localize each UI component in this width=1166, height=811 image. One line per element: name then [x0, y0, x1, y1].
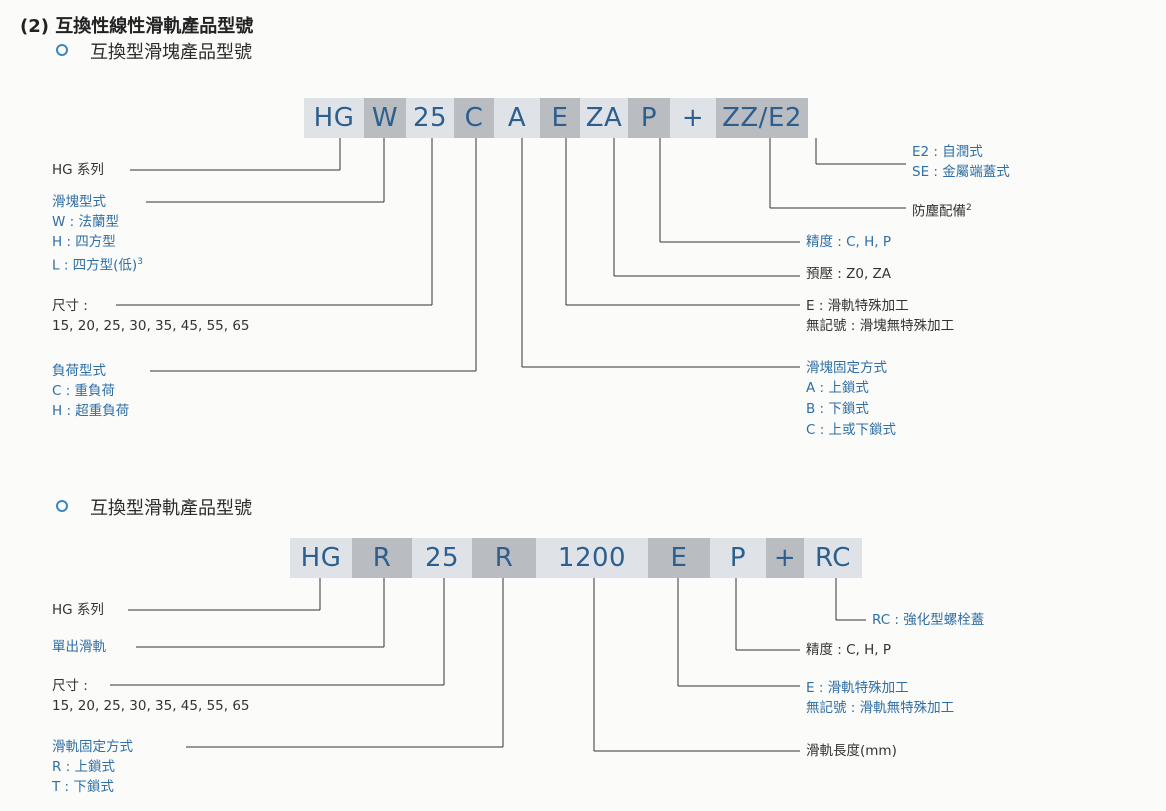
block-mount-b: B : 下鎖式: [806, 401, 869, 417]
block-type-l: L : 四方型(低)3: [52, 252, 143, 276]
rail-code-segment: E: [648, 538, 710, 578]
block-type-title: 滑塊型式: [52, 194, 106, 210]
rail-code-segment: R: [472, 538, 536, 578]
section-title: (2) 互換性線性滑軌產品型號: [20, 16, 254, 37]
block-type-l-note: 3: [137, 257, 143, 267]
block-code-segment: ZA: [580, 98, 628, 138]
block-type-l-text: L : 四方型(低): [52, 257, 138, 274]
block-mount-c: C : 上或下鎖式: [806, 422, 897, 438]
block-load-c: C : 重負荷: [52, 383, 116, 399]
rail-length-label: 滑軌長度(mm): [806, 743, 897, 759]
block-type-w: W : 法蘭型: [52, 214, 119, 230]
block-load-h: H : 超重負荷: [52, 403, 130, 419]
rail-code-segment: RC: [804, 538, 862, 578]
block-mount-a: A : 上鎖式: [806, 380, 869, 396]
block-preload-label: 預壓 : Z0, ZA: [806, 266, 892, 282]
block-se-label: SE : 金屬端蓋式: [912, 164, 1010, 180]
block-series-label: HG 系列: [52, 162, 104, 178]
rail-mount-r: R : 上鎖式: [52, 759, 116, 775]
block-code-segment: 25: [406, 98, 454, 138]
rail-single-label: 單出滑軌: [52, 639, 106, 655]
rail-mount-t: T : 下鎖式: [52, 779, 114, 795]
block-code-segment: HG: [304, 98, 364, 138]
rail-precision-label: 精度 : C, H, P: [806, 642, 892, 658]
block-e2-label: E2 : 自潤式: [912, 144, 983, 160]
block-precision-label: 精度 : C, H, P: [806, 234, 892, 250]
block-code-segment: P: [628, 98, 670, 138]
block-e-special-label: E : 滑軌特殊加工: [806, 298, 909, 314]
rail-code-segment: +: [766, 538, 804, 578]
rail-code-segment: 25: [412, 538, 472, 578]
bullet-icon: [56, 44, 68, 56]
block-mount-title: 滑塊固定方式: [806, 360, 887, 376]
block-code-segment: W: [364, 98, 406, 138]
rail-code-segment: HG: [290, 538, 352, 578]
rail-mount-title: 滑軌固定方式: [52, 739, 133, 755]
rail-subtitle: 互換型滑軌產品型號: [90, 498, 252, 519]
block-code-segment: A: [494, 98, 540, 138]
block-subtitle: 互換型滑塊產品型號: [90, 42, 252, 63]
rail-rc-label: RC : 強化型螺栓蓋: [872, 612, 985, 628]
block-no-mark-label: 無記號 : 滑塊無特殊加工: [806, 318, 955, 334]
block-load-title: 負荷型式: [52, 363, 106, 379]
block-type-h: H : 四方型: [52, 234, 116, 250]
block-dust-text: 防塵配備: [912, 203, 966, 220]
rail-no-mark-label: 無記號 : 滑軌無特殊加工: [806, 700, 955, 716]
rail-code-segment: R: [352, 538, 412, 578]
block-code-segment: ZZ/E2: [716, 98, 808, 138]
rail-e-special-label: E : 滑軌特殊加工: [806, 680, 909, 696]
rail-series-label: HG 系列: [52, 602, 104, 618]
bullet-icon: [56, 500, 68, 512]
block-code-segment: +: [670, 98, 716, 138]
block-dust-label: 防塵配備2: [912, 198, 972, 222]
block-size-title: 尺寸 :: [52, 298, 88, 314]
rail-code-segment: 1200: [536, 538, 648, 578]
block-size-values: 15, 20, 25, 30, 35, 45, 55, 65: [52, 318, 250, 334]
block-code-segment: E: [540, 98, 580, 138]
block-code-segment: C: [454, 98, 494, 138]
rail-code-segment: P: [710, 538, 766, 578]
block-dust-note: 2: [966, 203, 972, 213]
rail-size-title: 尺寸 :: [52, 678, 88, 694]
rail-size-values: 15, 20, 25, 30, 35, 45, 55, 65: [52, 698, 250, 714]
